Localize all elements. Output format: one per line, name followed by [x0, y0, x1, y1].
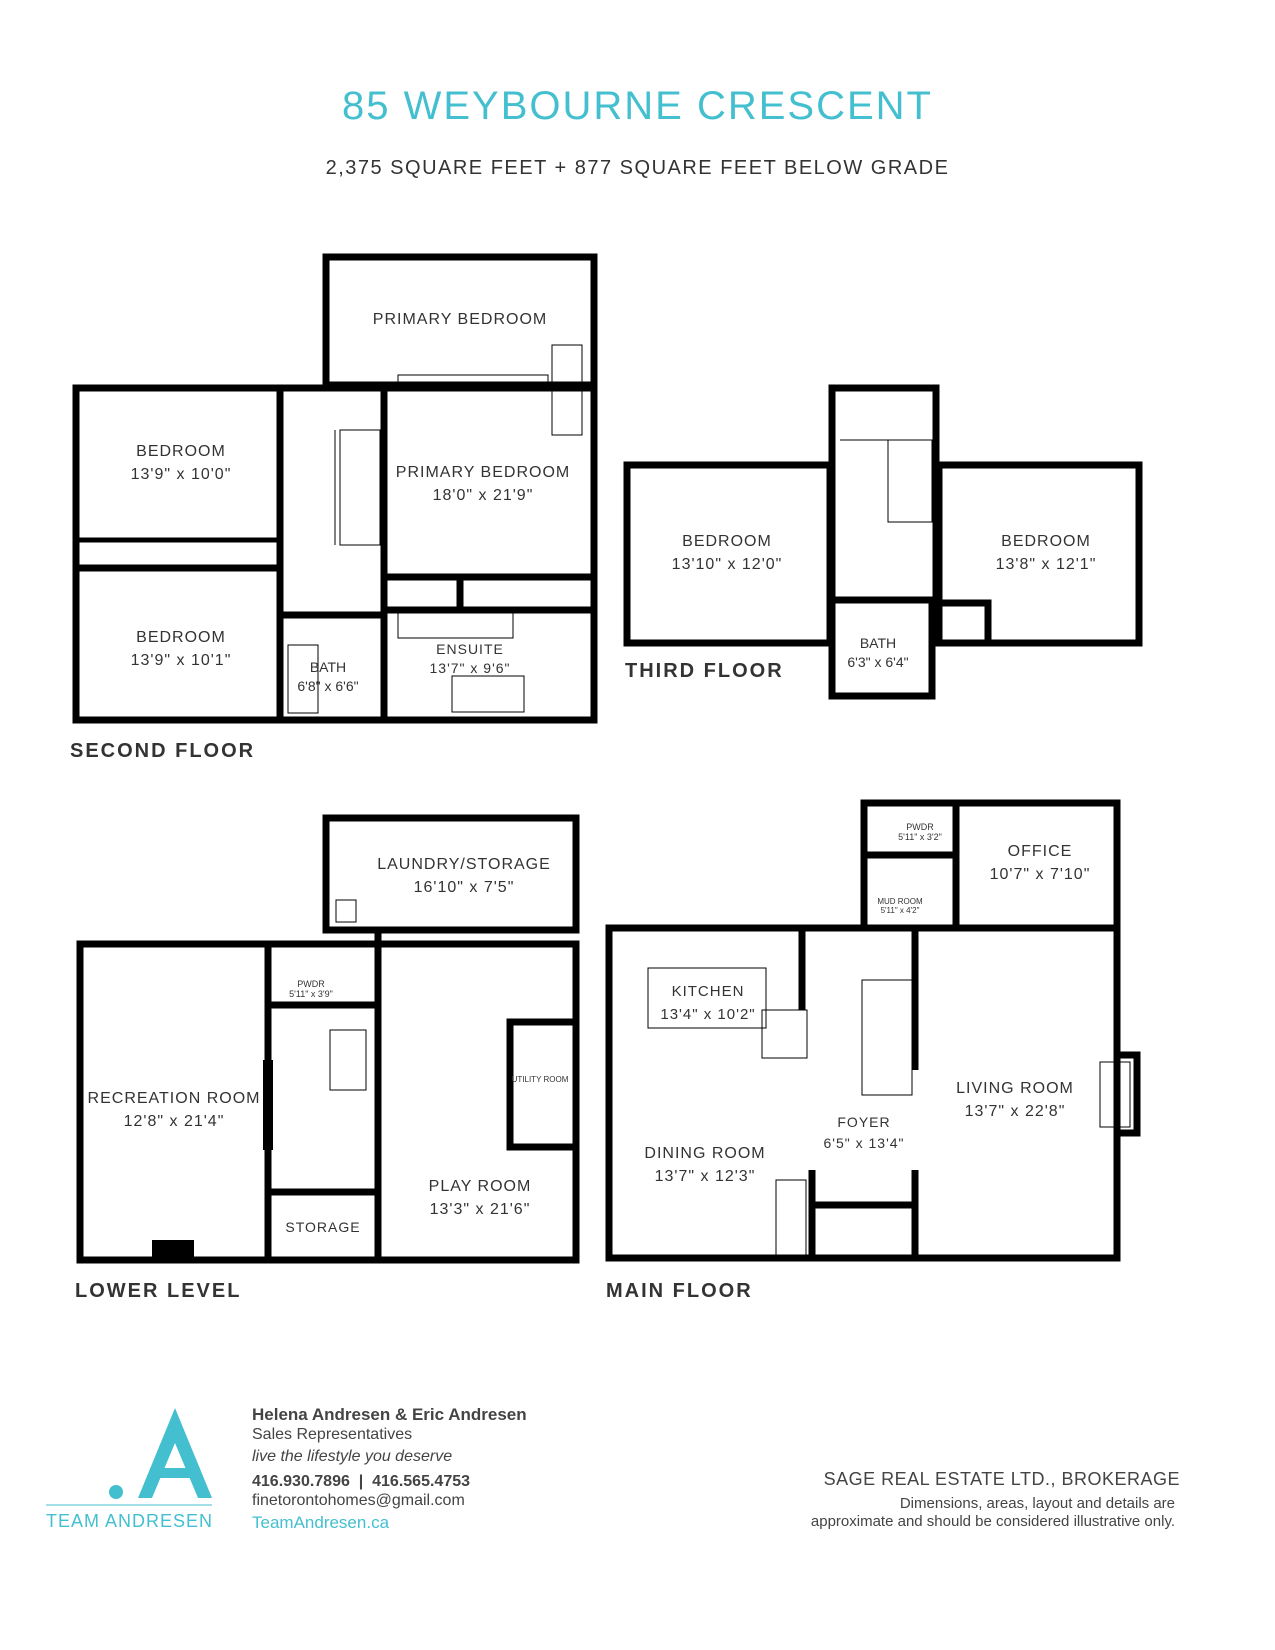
label-main-floor: MAIN FLOOR: [606, 1280, 753, 1302]
website-link[interactable]: TeamAndresen.ca: [252, 1513, 390, 1532]
room-storage: STORAGE: [285, 1219, 361, 1235]
label-third-floor: THIRD FLOOR: [625, 660, 784, 682]
second-floor-walls: [72, 253, 598, 724]
agent-names: Helena Andresen & Eric Andresen: [252, 1405, 527, 1424]
square-footage: 2,375 SQUARE FEET + 877 SQUARE FEET BELO…: [325, 157, 950, 179]
property-title: 85 WEYBOURNE CRESCENT: [342, 84, 933, 128]
lower-level-walls: [76, 814, 580, 1264]
phone-numbers: 416.930.7896 | 416.565.4753: [252, 1473, 471, 1490]
room-utility: UTILITY ROOM: [511, 1075, 569, 1084]
email-link[interactable]: finetorontohomes@gmail.com: [252, 1492, 465, 1509]
brand-name: TEAM ANDRESEN: [46, 1511, 214, 1531]
tagline: live the lifestyle you deserve: [252, 1448, 453, 1465]
label-second-floor: SECOND FLOOR: [70, 740, 256, 762]
brokerage-name: SAGE REAL ESTATE LTD., BROKERAGE: [823, 1469, 1180, 1489]
disclaimer: Dimensions, areas, layout and details ar…: [810, 1495, 1175, 1530]
third-floor-walls: [623, 384, 1143, 700]
label-lower-level: LOWER LEVEL: [75, 1280, 242, 1302]
second-floor-fixtures: [287, 344, 583, 714]
room-primary-bedroom-upper: PRIMARY BEDROOM: [372, 311, 548, 328]
agent-role: Sales Representatives: [252, 1426, 413, 1443]
main-floor-walls: [605, 799, 1141, 1262]
